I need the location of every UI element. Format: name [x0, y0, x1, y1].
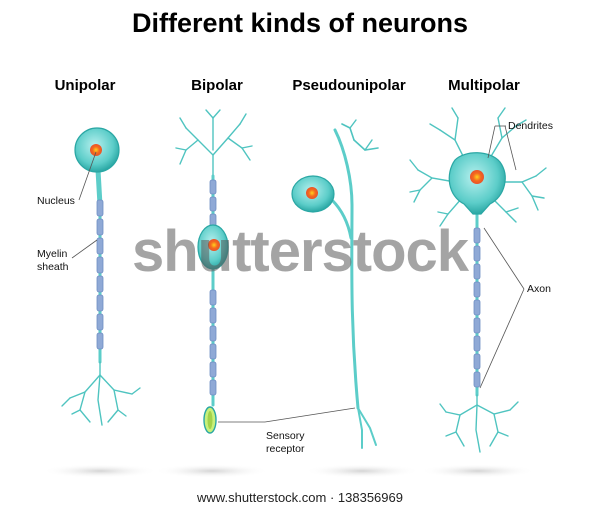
- pseudounipolar-nucleus: [306, 187, 318, 199]
- unipolar-axon-terminals: [61, 361, 141, 426]
- multipolar-nucleus: [470, 170, 484, 184]
- label-sensory-line1: Sensory: [266, 430, 305, 442]
- bipolar-neuron: [175, 109, 253, 434]
- image-credit: www.shutterstock.com · 138356969: [197, 490, 403, 505]
- heading-unipolar: Unipolar: [54, 77, 116, 94]
- multipolar-neuron: [409, 107, 547, 453]
- label-sensory-receptor: Sensory receptor: [266, 430, 305, 456]
- heading-pseudounipolar: Pseudounipolar: [292, 77, 406, 94]
- multipolar-myelin-segments: [473, 227, 481, 388]
- unipolar-myelin-segments: [96, 199, 104, 350]
- label-myelin-line2: sheath: [37, 261, 69, 273]
- unipolar-nucleus: [90, 144, 102, 156]
- label-dendrites: Dendrites: [508, 120, 553, 132]
- label-myelin-sheath: Myelin sheath: [37, 248, 69, 274]
- multipolar-dendrites: [409, 107, 547, 227]
- watermark: shutterstock: [131, 219, 469, 284]
- pseudounipolar-neuron: [291, 119, 379, 449]
- shadow-unipolar: [42, 464, 158, 478]
- label-myelin-line1: Myelin: [37, 248, 68, 260]
- bipolar-myelin-segments: [209, 179, 217, 396]
- unipolar-neuron: [61, 127, 141, 426]
- leader-myelin: [71, 239, 98, 259]
- label-sensory-line2: receptor: [266, 443, 305, 455]
- bipolar-dendrites: [175, 109, 253, 177]
- multipolar-axon-terminals: [439, 394, 519, 453]
- shadow-bipolar: [154, 464, 270, 478]
- label-axon: Axon: [527, 283, 551, 295]
- shadow-multipolar: [420, 464, 536, 478]
- heading-multipolar: Multipolar: [448, 77, 520, 94]
- leader-nucleus: [78, 151, 97, 201]
- leader-lines: [71, 125, 525, 423]
- heading-bipolar: Bipolar: [191, 77, 243, 94]
- leader-axon: [483, 227, 525, 290]
- label-nucleus: Nucleus: [37, 195, 75, 207]
- shadow-pseudounipolar: [304, 464, 420, 478]
- bipolar-nucleus: [208, 239, 220, 251]
- page-title: Different kinds of neurons: [131, 8, 469, 38]
